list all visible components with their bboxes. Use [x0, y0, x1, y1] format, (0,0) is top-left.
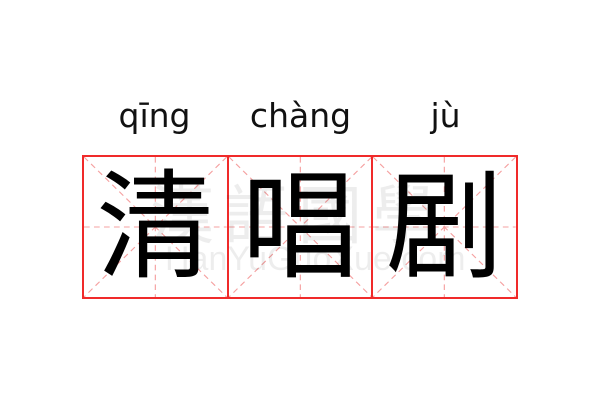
character-3: 剧	[385, 158, 504, 296]
character-2: 唱	[241, 158, 360, 296]
pinyin-2: chàng	[249, 96, 352, 135]
guide-lines	[84, 157, 227, 297]
guide-lines	[373, 157, 517, 297]
character-1: 清	[96, 158, 215, 296]
character-cell-2: 唱	[226, 157, 372, 297]
character-grid: 清 唱 剧	[82, 155, 518, 299]
pinyin-1: qīng	[118, 96, 191, 135]
character-cell-1: 清	[84, 157, 227, 297]
pinyin-3: jù	[430, 96, 461, 135]
guide-lines	[228, 157, 372, 297]
character-cell-3: 剧	[371, 157, 517, 297]
